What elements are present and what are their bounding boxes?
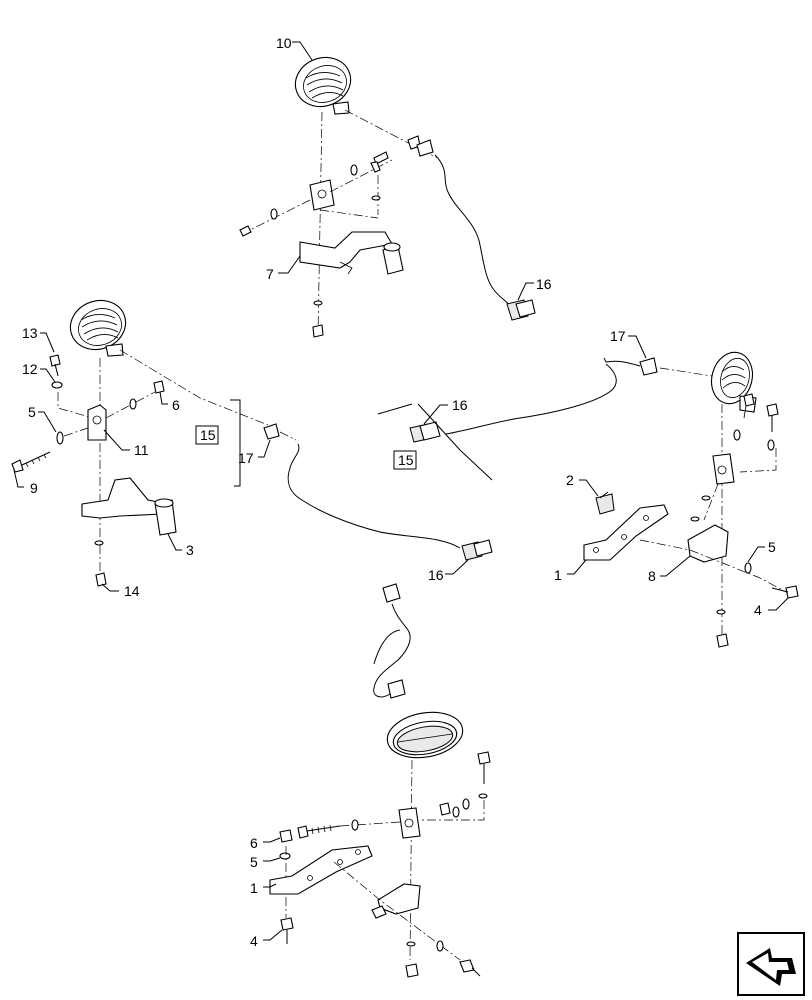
- callout-10: 10: [276, 35, 292, 51]
- top-lamp-assembly: [239, 56, 536, 338]
- callout-16-right: 16: [452, 397, 468, 413]
- svg-text:15: 15: [398, 452, 414, 468]
- svg-text:15: 15: [200, 427, 216, 443]
- callout-5-left: 5: [28, 404, 36, 420]
- callout-16-top: 16: [536, 276, 552, 292]
- callout-17-right: 17: [610, 328, 626, 344]
- page-arrow-icon[interactable]: [737, 932, 805, 996]
- work-lamp-left: [69, 299, 127, 357]
- callout-7: 7: [266, 266, 274, 282]
- callout-14: 14: [124, 583, 140, 599]
- callout-4-bottom: 4: [250, 933, 258, 949]
- ref-box-15-left: 15: [195, 425, 219, 445]
- callout-6-bottom: 6: [250, 835, 258, 851]
- bottom-lamp-assembly: [269, 583, 491, 978]
- callout-13: 13: [22, 325, 38, 341]
- callout-9: 9: [30, 480, 38, 496]
- callout-labels: 10 7 16 13 12 5 6 11 9 3 14 15 17 16 17 …: [22, 35, 776, 949]
- callout-3: 3: [186, 542, 194, 558]
- callout-1-bottom: 1: [250, 880, 258, 896]
- callout-4-right: 4: [754, 602, 762, 618]
- leader-lines: [13, 41, 789, 941]
- callout-5-bottom: 5: [250, 854, 258, 870]
- work-lamp-10: [294, 56, 352, 115]
- left-lamp-assembly: [11, 299, 493, 587]
- callout-17-left: 17: [238, 450, 254, 466]
- callout-11: 11: [134, 442, 149, 458]
- callout-2: 2: [566, 472, 574, 488]
- callout-5-right: 5: [768, 539, 776, 555]
- callout-12: 12: [22, 361, 38, 377]
- callout-6-left: 6: [172, 397, 180, 413]
- right-lamp-assembly: [377, 351, 799, 648]
- callout-16-mid: 16: [428, 567, 444, 583]
- callout-8: 8: [648, 568, 656, 584]
- oval-lamp: [386, 711, 464, 759]
- callout-1-right: 1: [554, 567, 562, 583]
- ref-box-15-right: 15: [393, 450, 417, 470]
